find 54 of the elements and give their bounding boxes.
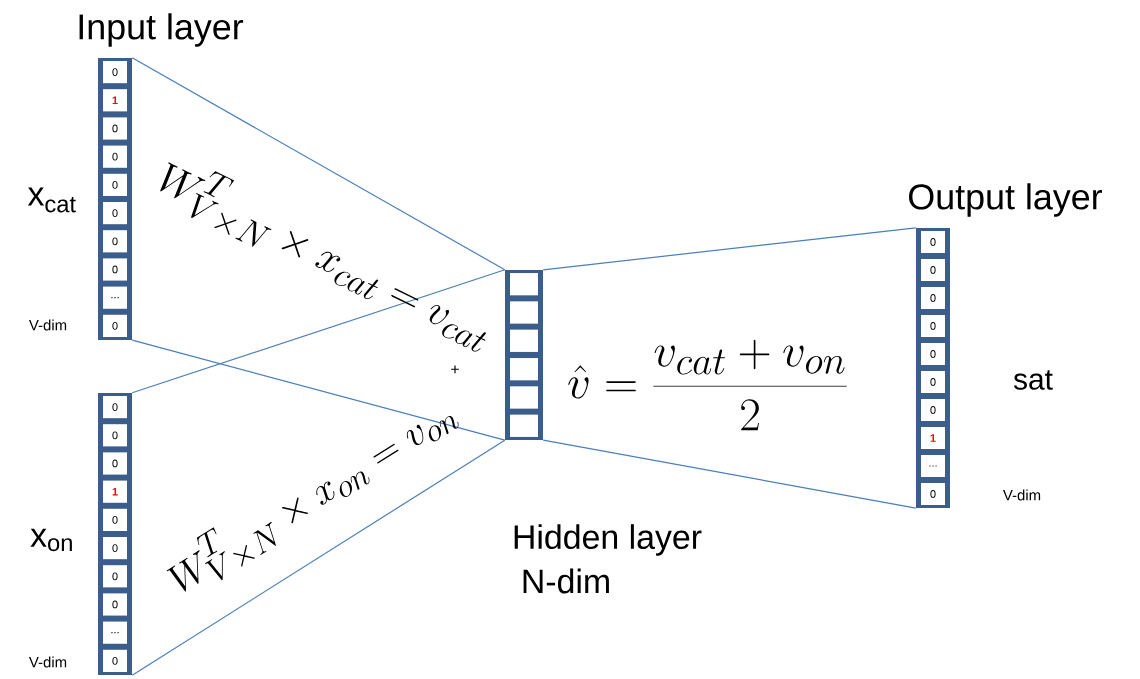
empty-cell [510,329,538,352]
vector-label: x$_{on}$ [30,528,72,552]
vector-cell: 0 [103,117,127,140]
empty-cell [510,386,538,409]
connector-line [131,57,506,271]
vector-cell: 0 [103,202,127,225]
vector-cell: 1 [921,427,945,449]
vector-cell: 1 [103,89,127,112]
vector-cell: 0 [103,61,127,84]
connector-line [131,339,506,441]
connector-line [131,269,506,394]
vector-cell: 0 [103,314,127,337]
layer-title: Input layer [79,13,244,47]
vector-cell: 0 [921,399,945,421]
vector-label: V-dim [28,319,67,331]
layer-title: Hidden layer [514,524,702,556]
plus-sign: + [451,365,459,374]
vector-cell: 1 [103,480,127,503]
empty-cell [510,273,538,296]
vector-cell: 0 [103,424,127,447]
vector-cell: 0 [921,259,945,281]
vector-cell: 0 [103,452,127,475]
vector-cell: ... [103,621,127,644]
vector-cell: 0 [103,537,127,560]
vector-cell: 0 [103,145,127,168]
vector-cell: 0 [103,649,127,672]
vector-cell: 0 [103,593,127,616]
vector-cell: 0 [921,343,945,365]
vector-label: V-dim [28,656,67,668]
vector-cell: 0 [103,565,127,588]
vector-cell: 0 [103,396,127,419]
vector-cell: 0 [103,230,127,253]
layer-title: N-dim [523,568,609,594]
vector-cell: 0 [103,258,127,281]
vector-cell: 0 [103,173,127,196]
vector-cell: ... [921,455,945,477]
vector-label: sat [1013,370,1053,390]
vector-cell: ... [103,286,127,309]
vector-cell: 0 [921,287,945,309]
vector-cell: 0 [921,231,945,253]
empty-cell [510,358,538,381]
formula: $W_{V\times N}^{T}\times x_{cat}=v_{cat}$ [160,162,486,352]
connector-line [542,439,917,509]
formula: $\hat{v}=\frac{v_{cat}+v_{on}}{2}$ [568,339,847,431]
vector-cell: 0 [921,315,945,337]
empty-cell [510,414,538,437]
vector-cell: 0 [921,483,945,505]
layer-title: Output layer [909,183,1103,217]
vector-label: V-dim [1002,489,1041,501]
vector-label: x$_{cat}$ [27,187,76,213]
connector-line [542,227,917,271]
empty-cell [510,301,538,324]
vector-cell: 0 [921,371,945,393]
vector-cell: 0 [103,508,127,531]
